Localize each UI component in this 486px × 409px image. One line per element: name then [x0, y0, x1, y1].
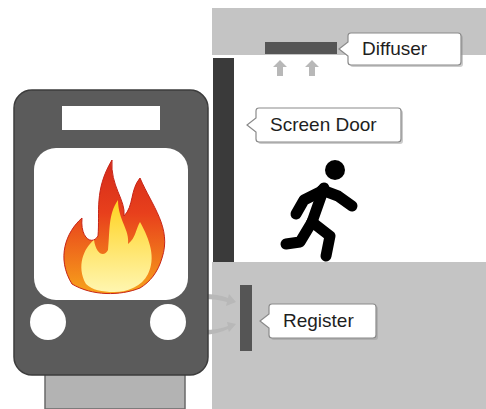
callout-text: Screen Door [270, 114, 388, 136]
bogie [45, 372, 185, 409]
person-leg [286, 222, 312, 244]
person-arm [322, 190, 352, 206]
screen-door [213, 58, 234, 262]
fire-core [81, 200, 151, 292]
callout-border [260, 304, 376, 338]
callout-border [247, 108, 401, 142]
destination-sign [62, 106, 160, 130]
airflow-arrows [273, 60, 319, 76]
running-person [286, 188, 352, 256]
callout-label: Register [259, 303, 377, 339]
fire [64, 160, 165, 294]
exhaust-arrow [204, 294, 236, 306]
callout-text: Diffuser [362, 38, 448, 60]
exhaust-arrow [204, 322, 236, 335]
callout-border [339, 33, 461, 65]
exhaust-arrows [204, 294, 236, 335]
headlight [30, 304, 66, 340]
register-vent [240, 285, 252, 351]
person-head [325, 160, 345, 180]
callout-text: Register [283, 310, 363, 332]
headlight [150, 304, 186, 340]
train-car [14, 90, 208, 375]
platform-floor [212, 262, 486, 409]
train-window [34, 148, 188, 300]
callout-label: Diffuser [338, 32, 462, 66]
diffuser-vent [265, 42, 337, 54]
person-arm [296, 192, 320, 214]
callout-label: Screen Door [246, 107, 402, 143]
airflow-arrow [273, 60, 287, 76]
airflow-arrow [305, 60, 319, 76]
